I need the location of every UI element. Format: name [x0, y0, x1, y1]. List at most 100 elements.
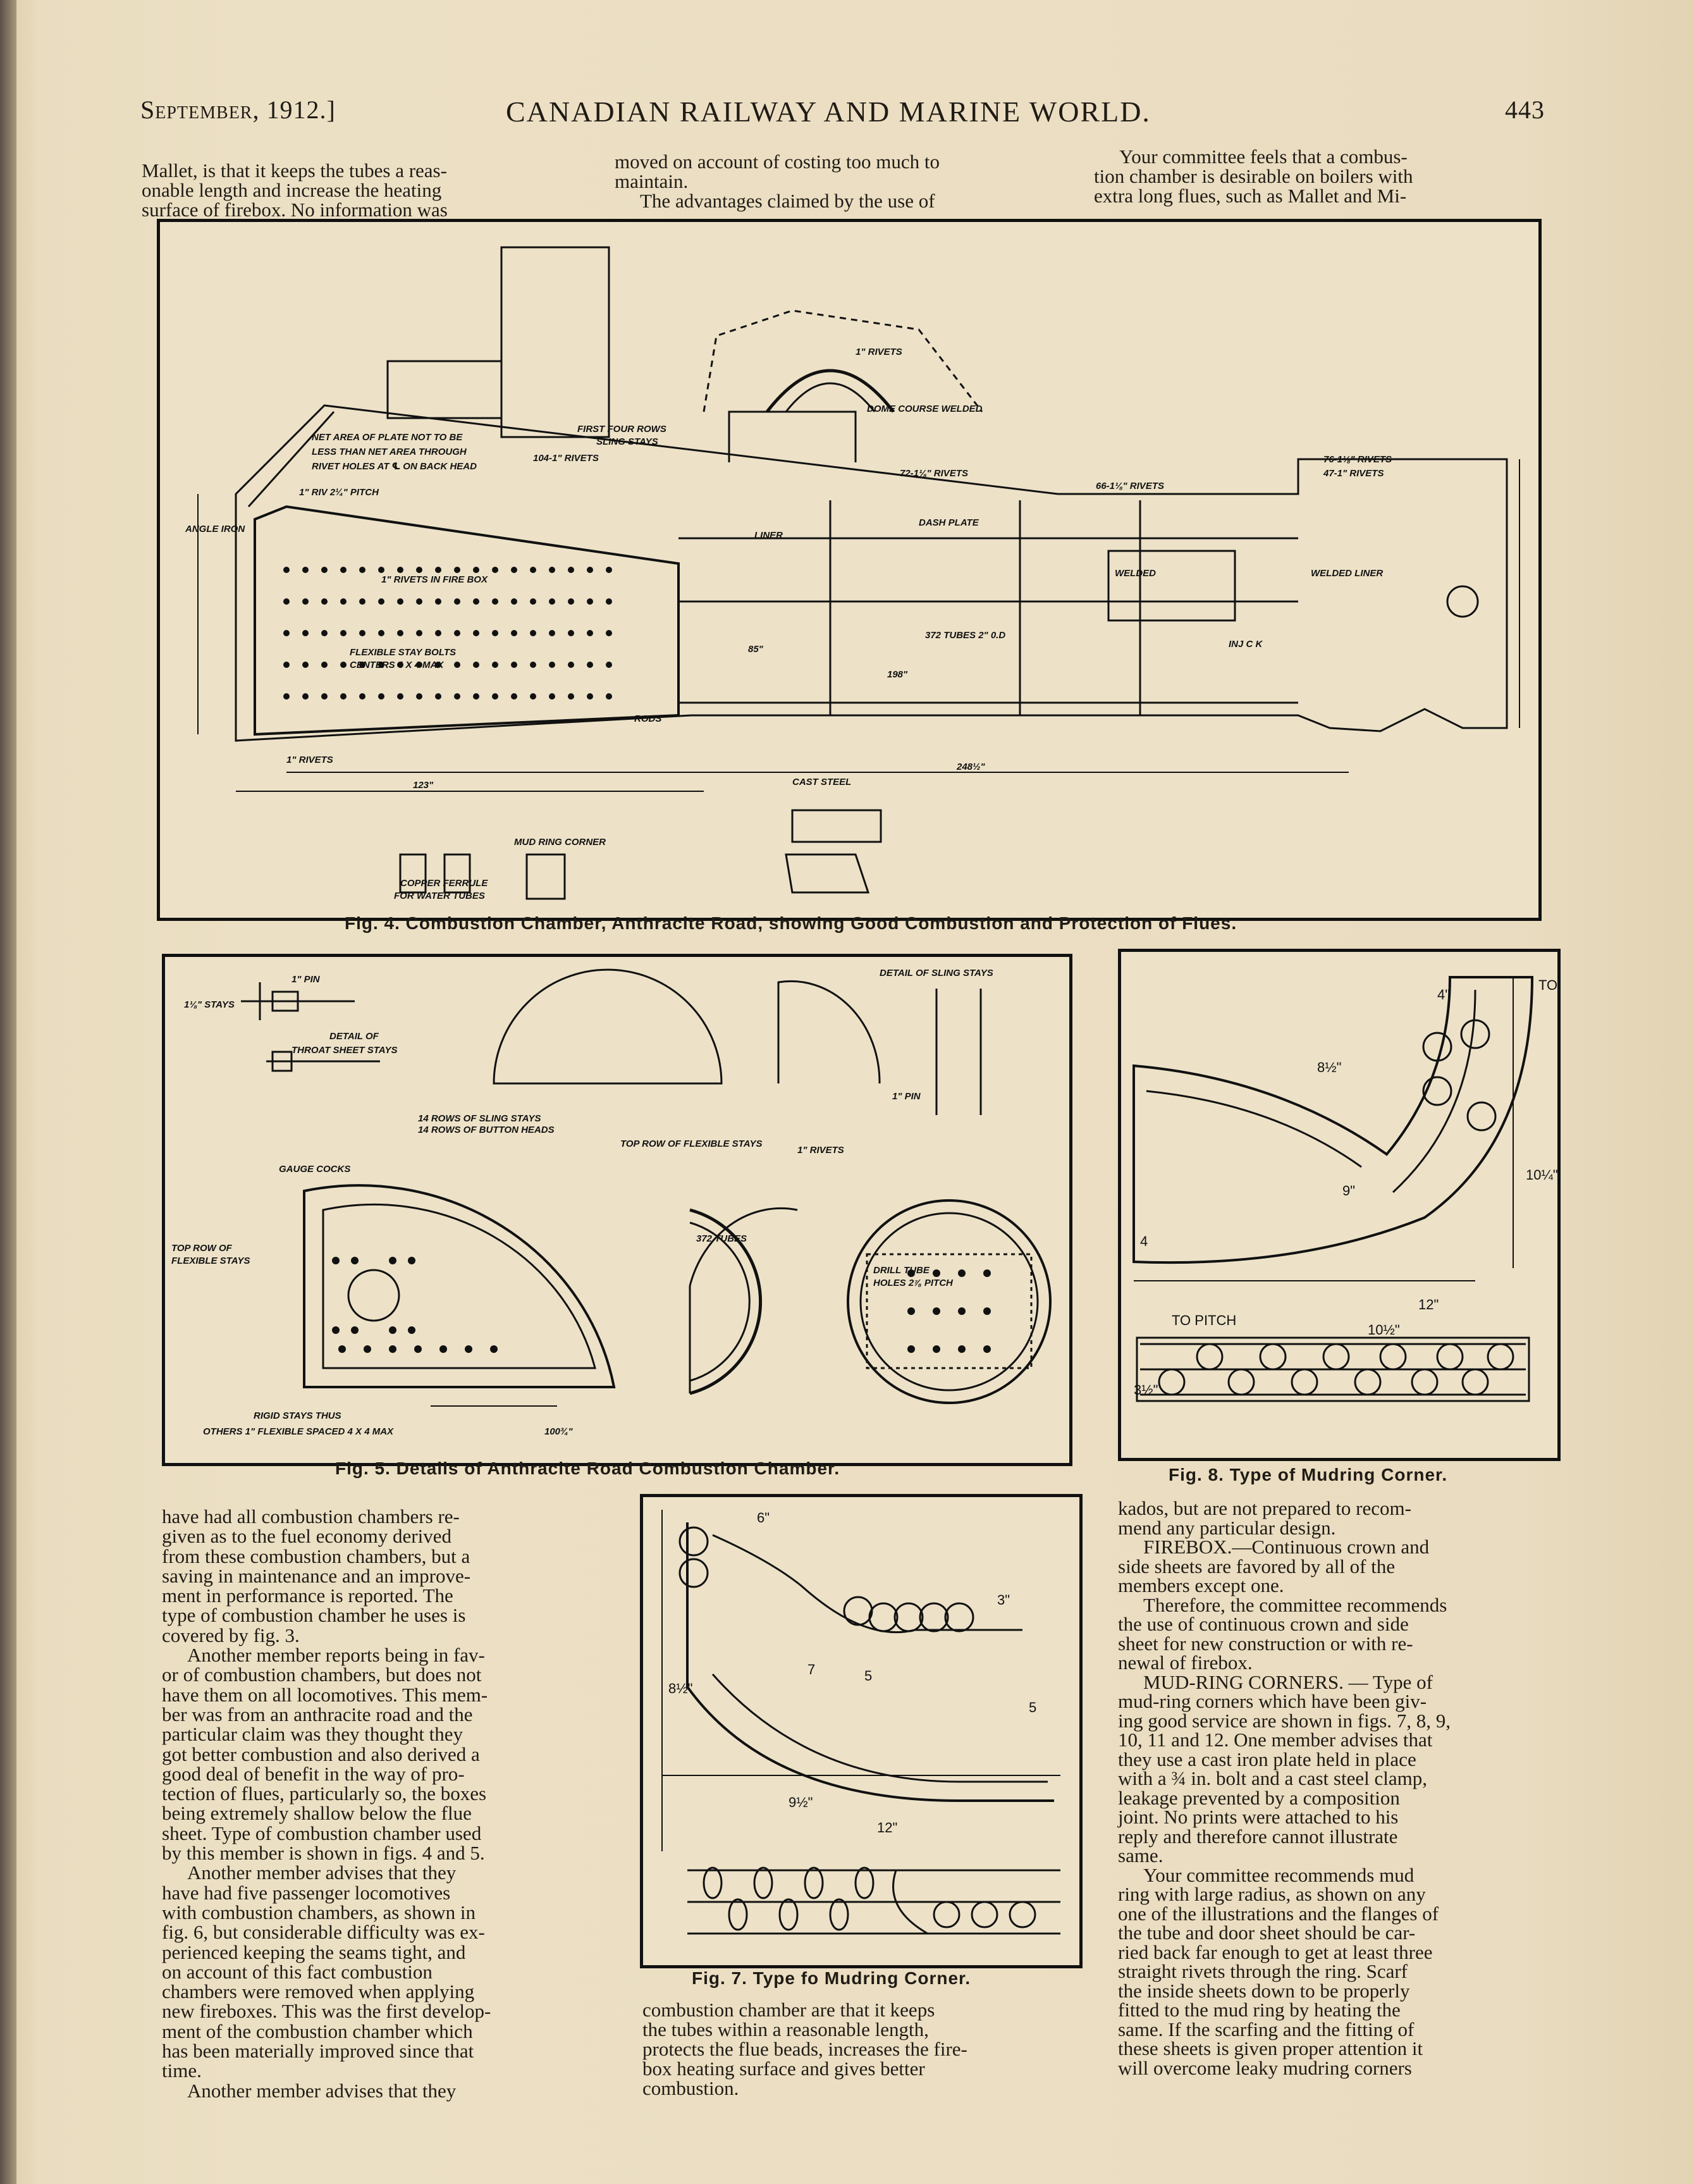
- text-line: Mallet, is that it keeps the tubes a rea…: [142, 159, 447, 182]
- fig7-dimension: 5: [864, 1668, 872, 1684]
- text-line: fitted to the mud ring by heating the: [1118, 1999, 1401, 2021]
- fig8-svg: 4" 8½" 9" 10¼" 12" 10½" TO PITCH TO PITC…: [1132, 976, 1557, 1402]
- text-line: fig. 6, but considerable difficulty was …: [162, 1921, 485, 1944]
- fig8-dimension: 9": [1342, 1183, 1355, 1199]
- fig4-dimension: 198": [887, 669, 908, 680]
- text-line: mud-ring corners which have been giv-: [1118, 1690, 1427, 1712]
- text-line: 10, 11 and 12. One member advises that: [1118, 1729, 1433, 1751]
- fig7-dimension: 3": [997, 1592, 1010, 1608]
- fig4-label: 372 TUBES 2" 0.D: [925, 630, 1005, 641]
- book-gutter: [0, 0, 16, 2184]
- text-line: combustion chamber are that it keeps: [642, 1999, 935, 2021]
- text-line: side sheets are favored by all of the: [1118, 1555, 1396, 1577]
- fig5-dimension: 100¾": [544, 1426, 574, 1437]
- fig5-label: GAUGE COCKS: [279, 1164, 350, 1175]
- fig7-drawing: 6" 8½" 3" 5 5 7 9½" 12": [640, 1494, 1083, 1968]
- fig4-label: MUD RING CORNER: [514, 837, 606, 848]
- text-line: Your committee recommends mud: [1143, 1863, 1415, 1886]
- fig7-dimension: 9½": [789, 1794, 813, 1810]
- fig4-label: LINER: [754, 530, 783, 541]
- text-line: surface of firebox. No information was: [142, 199, 448, 221]
- fig4-label: 1" RIVETS: [286, 755, 333, 765]
- text-line: ring with large radius, as shown on any: [1118, 1883, 1426, 1905]
- text-line: sheet for new construction or with re-: [1118, 1632, 1413, 1655]
- fig5-label: 14 ROWS OF BUTTON HEADS: [418, 1125, 555, 1135]
- text-line: on account of this fact combustion: [162, 1960, 433, 1983]
- text-line: combustion.: [642, 2077, 739, 2099]
- fig5-caption: Fig. 5. Details of Anthracite Road Combu…: [335, 1459, 840, 1478]
- fig5-label: THROAT SHEET STAYS: [292, 1045, 398, 1056]
- fig4-label: FLEXIBLE STAY BOLTS: [350, 647, 456, 658]
- fig4-label: WELDED: [1115, 568, 1156, 579]
- text-line: The advantages claimed by the use of: [640, 190, 935, 212]
- fig5-label: DETAIL OF: [329, 1031, 379, 1042]
- text-line: they use a cast iron plate held in place: [1118, 1748, 1416, 1770]
- fig4-label: 104-1" RIVETS: [533, 453, 599, 464]
- page-number: 443: [1505, 96, 1545, 124]
- fig5-label: TOP ROW OF: [171, 1243, 233, 1254]
- text-line: mend any particular design.: [1118, 1516, 1336, 1539]
- fig5-label: DRILL TUBE: [873, 1265, 930, 1276]
- text-line: time.: [162, 2059, 202, 2082]
- fig4-label: 1" RIVETS IN FIRE BOX: [381, 574, 488, 585]
- fig4-label: FIRST FOUR ROWS: [577, 424, 666, 435]
- text-line: with combustion chambers, as shown in: [162, 1901, 476, 1923]
- fig8-drawing: 4" 8½" 9" 10¼" 12" 10½" TO PITCH TO PITC…: [1118, 949, 1561, 1461]
- text-line: got better combustion and also derived a: [162, 1743, 480, 1765]
- text-line: ried back far enough to get at least thr…: [1118, 1940, 1433, 1963]
- fig5-label: 1" PIN: [292, 974, 321, 985]
- text-line: has been materially improved since that: [162, 2040, 474, 2063]
- fig4-label: 1" RIV 2¼" PITCH: [299, 487, 379, 498]
- text-line: with a ¾ in. bolt and a cast steel clamp…: [1118, 1767, 1427, 1789]
- text-line: box heating surface and gives better: [642, 2058, 925, 2080]
- text-line: Therefore, the committee recommends: [1143, 1593, 1447, 1616]
- text-line: reply and therefore cannot illustrate: [1118, 1825, 1398, 1848]
- fig7-dimension: 6": [757, 1510, 770, 1526]
- fig4-dimension: 123": [413, 780, 434, 791]
- text-line: MUD-RING CORNERS. — Type of: [1143, 1670, 1433, 1693]
- fig4-label: 72-1⅛" RIVETS: [900, 468, 968, 479]
- issue-date: September, 1912.]: [140, 96, 336, 124]
- fig4-label: 1" RIVETS: [856, 347, 902, 357]
- text-line: new fireboxes. This was the first develo…: [162, 2000, 491, 2023]
- fig4-label: FOR WATER TUBES: [394, 891, 485, 901]
- text-line: extra long flues, such as Mallet and Mi-: [1094, 185, 1407, 207]
- text-line: sheet. Type of combustion chamber used: [162, 1822, 482, 1844]
- text-line: will overcome leaky mudring corners: [1118, 2056, 1412, 2079]
- text-line: tection of flues, particularly so, the b…: [162, 1782, 487, 1805]
- fig8-dimension: 3½": [1134, 1382, 1158, 1398]
- text-line: same. If the scarfing and the fitting of: [1118, 2018, 1415, 2040]
- text-line: FIREBOX.—Continuous crown and: [1143, 1536, 1430, 1558]
- text-line: Your committee feels that a combus-: [1119, 145, 1408, 168]
- text-line: the inside sheets down to be properly: [1118, 1979, 1410, 2002]
- text-line: these sheets is given proper attention i…: [1118, 2037, 1423, 2059]
- fig5-label: RIGID STAYS THUS: [254, 1410, 341, 1421]
- fig5-label: 1" RIVETS: [797, 1145, 844, 1156]
- top-column-1: Mallet, is that it keeps the tubes a rea…: [142, 161, 587, 219]
- fig5-label: TOP ROW OF FLEXIBLE STAYS: [620, 1138, 762, 1149]
- fig4-svg: NET AREA OF PLATE NOT TO BE LESS THAN NE…: [185, 246, 1520, 901]
- fig7-svg: 6" 8½" 3" 5 5 7 9½" 12": [661, 1510, 1060, 1935]
- fig4-label: WELDED LINER: [1311, 568, 1383, 579]
- fig8-dimension: 8½": [1317, 1059, 1341, 1075]
- text-line: particular claim was they thought they: [162, 1723, 463, 1746]
- text-line: one of the illustrations and the flanges…: [1118, 1902, 1439, 1925]
- fig4-label: 47-1" RIVETS: [1323, 468, 1384, 479]
- text-line: moved on account of costing too much to: [615, 151, 940, 173]
- fig4-label: 66-1⅛" RIVETS: [1096, 481, 1164, 491]
- text-line: the use of continuous crown and side: [1118, 1613, 1409, 1635]
- top-column-3: Your committee feels that a combus- tion…: [1094, 147, 1549, 206]
- fig8-dimension: TO PITCH: [1538, 977, 1557, 993]
- fig4-dimension: 85": [748, 644, 764, 655]
- text-line: tion chamber is desirable on boilers wit…: [1094, 165, 1413, 187]
- fig4-label: DASH PLATE: [919, 517, 979, 528]
- text-line: given as to the fuel economy derived: [162, 1525, 451, 1548]
- fig4-label: RIVET HOLES AT ℄ ON BACK HEAD: [312, 461, 477, 472]
- text-line: perienced keeping the seams tight, and: [162, 1940, 466, 1963]
- fig8-dimension: 12": [1418, 1297, 1439, 1312]
- fig4-label: DOME COURSE WELDED: [867, 404, 983, 414]
- text-line: good deal of benefit in the way of pro-: [162, 1762, 465, 1785]
- text-line: same.: [1118, 1844, 1163, 1866]
- text-line: Another member advises that they: [187, 1861, 457, 1884]
